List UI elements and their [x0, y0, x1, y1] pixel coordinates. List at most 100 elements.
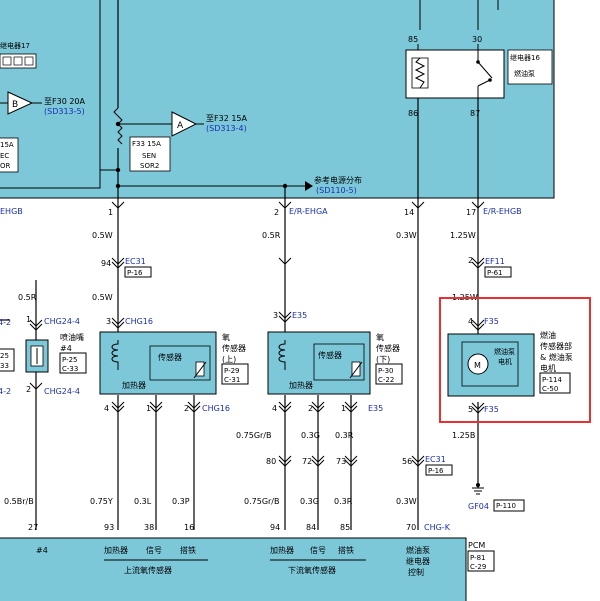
o2up-pin-1: 1	[146, 404, 151, 413]
connector-ef11-page[interactable]: P-61	[487, 269, 503, 277]
pin-14: 14	[404, 208, 414, 217]
o2up-sensor-label: 传感器	[158, 352, 182, 362]
o2up-heater-icon	[111, 340, 119, 370]
pump-title-1: 燃油	[540, 330, 556, 340]
pin-1: 1	[108, 208, 113, 217]
wire-color-2: 0.5W	[92, 293, 113, 302]
wire-num-80: 80	[266, 457, 276, 466]
splice-ehga: E/R-EHGA	[289, 207, 328, 216]
pcm-up-signal: 信号	[146, 545, 162, 555]
wire-color-18: 0.3G	[301, 431, 320, 440]
relay-pin-86: 86	[408, 109, 418, 118]
f33-label: F33 15A	[132, 140, 161, 148]
o2up-page-2[interactable]: C-31	[224, 376, 240, 384]
pcm-page-1[interactable]: P-81	[470, 554, 486, 562]
pin-2: 2	[274, 208, 279, 217]
connector-chg-k: CHG-K	[424, 523, 451, 532]
pump-title-2: 传感器部	[540, 341, 572, 351]
injector-page-2[interactable]: C-33	[62, 365, 78, 373]
pcm-dn-ground: 搭铁	[338, 545, 354, 555]
injector-page-1[interactable]: P-25	[62, 356, 78, 364]
inj-pin-2: 2	[26, 385, 31, 394]
pcm-block: #4 加热器 信号 搭铁 上流氧传感器 加热器 信号 搭铁 下流氧传感器 燃油泵…	[0, 537, 467, 601]
o2dn-page-1[interactable]: P-30	[378, 367, 394, 375]
o2dn-page-2[interactable]: C-22	[378, 376, 394, 384]
left-cut-b: 4-2	[0, 387, 11, 396]
wire-color-6: 0.3W	[396, 231, 417, 240]
pcm-pin-84: 84	[306, 523, 316, 532]
pcm-pin-94: 94	[270, 523, 280, 532]
pcm-up-ground: 搭铁	[180, 545, 196, 555]
fuse-a-dest: 至F32 15A	[206, 114, 248, 123]
o2dn-pin-3: 3	[273, 311, 278, 320]
connector-ef11: EF11	[485, 257, 505, 266]
triangle-b-icon	[7, 91, 34, 115]
connector-chg24-bottom: CHG24-4	[44, 387, 80, 396]
wire-color-9: 1.25B	[452, 431, 475, 440]
o2dn-title-2: 传感器	[376, 343, 400, 353]
connector-ec31-bottom-page[interactable]: P-16	[428, 467, 444, 475]
pump-body	[447, 333, 535, 397]
connector-ec31-bottom: EC31	[425, 455, 446, 464]
left-cut-p1: 25	[0, 352, 9, 360]
o2up-title-3: (上)	[222, 355, 236, 364]
pump-title-3: & 燃油泵	[540, 352, 573, 362]
fuse-a-ref-text[interactable]: (SD313-4)	[206, 124, 247, 133]
wire-color-15: 0.3L	[134, 497, 152, 506]
splice-ehgb-right: E/R-EHGB	[483, 207, 522, 216]
o2up-pin-2: 2	[184, 404, 189, 413]
pcm-pin-93: 93	[104, 523, 114, 532]
pcm-up-heater: 加热器	[104, 545, 128, 555]
wire-num-94: 94	[101, 259, 111, 268]
wire-num-73: 73	[336, 457, 346, 466]
o2dn-heater-icon	[278, 340, 286, 370]
fuse-a-ref: A 至F32 15A (SD313-4)	[100, 0, 313, 205]
pcm-dn-heater: 加热器	[270, 545, 294, 555]
left-fuse-amp: 15A	[0, 141, 14, 149]
o2-sensor-upstream: 3 CHG16 加热器 传感器 氧 传感器 (上) P-29 C-31 4 1 …	[99, 317, 249, 413]
o2dn-title-3: (下)	[376, 355, 390, 364]
pcm-page-2[interactable]: C-29	[470, 563, 486, 571]
pump-pin-5: 5	[468, 405, 473, 414]
fuse-b-ref-text[interactable]: (SD313-5)	[44, 107, 85, 116]
o2dn-heater-label: 加热器	[289, 380, 313, 390]
pump-title-4: 电机	[540, 363, 556, 373]
left-cut-p2: 33	[0, 362, 9, 370]
wire-num-56: 56	[402, 457, 412, 466]
relay16-sub: 燃油泵	[514, 69, 535, 78]
wire-num-2: 2	[468, 256, 473, 265]
connector-ec31: EC31	[125, 257, 146, 266]
pcm-relay-ctrl-1: 燃油泵	[406, 545, 430, 555]
pcm-pin-70: 70	[406, 523, 416, 532]
wire-color-13: 0.5Br/B	[4, 497, 34, 506]
left-fuse-l1: EC	[0, 152, 9, 160]
ref-power-ref[interactable]: (SD110-5)	[316, 186, 357, 195]
wire-color-20: 0.3W	[396, 497, 417, 506]
injector-4: 4-2 4-2 1 CHG24-4 喷油嘴 #4 P-25 C-33 25 33…	[0, 315, 87, 396]
pcm-pin-38: 38	[144, 523, 154, 532]
pump-pin-4: 4	[468, 317, 473, 326]
relay-pin-30: 30	[472, 35, 482, 44]
o2up-page-1[interactable]: P-29	[224, 367, 240, 375]
injector-label-1: 喷油嘴	[60, 332, 84, 342]
connector-f35-bottom: F35	[484, 405, 499, 414]
pump-page-1[interactable]: P-114	[542, 376, 563, 384]
pcm-relay-ctrl-2: 继电器	[406, 556, 430, 566]
o2dn-pin-1: 1	[341, 404, 346, 413]
pcm-dn-signal: 信号	[310, 545, 326, 555]
wire-color-14: 0.75Y	[90, 497, 113, 506]
o2dn-title-1: 氧	[376, 332, 384, 342]
inj-pin-1: 1	[26, 315, 31, 324]
wire-color-7: 1.25W	[450, 231, 476, 240]
highlight-box	[439, 297, 591, 423]
relay16-body	[405, 49, 505, 99]
connector-gf04: GF04	[468, 502, 489, 511]
left-fuse-l2: OR	[0, 162, 11, 170]
o2up-pin-4: 4	[104, 404, 109, 413]
o2up-sensor-icon	[195, 361, 205, 377]
pump-page-2[interactable]: C-50	[542, 385, 558, 393]
relay17-label: 继电器17	[0, 41, 30, 50]
connector-ec31-page[interactable]: P-16	[127, 269, 143, 277]
connector-gf04-page[interactable]: P-110	[496, 502, 516, 510]
fuel-pump: 4 F35 M 燃油泵 电机 燃油 传感器部 & 燃油泵 电机 P-114 C-…	[447, 317, 573, 414]
